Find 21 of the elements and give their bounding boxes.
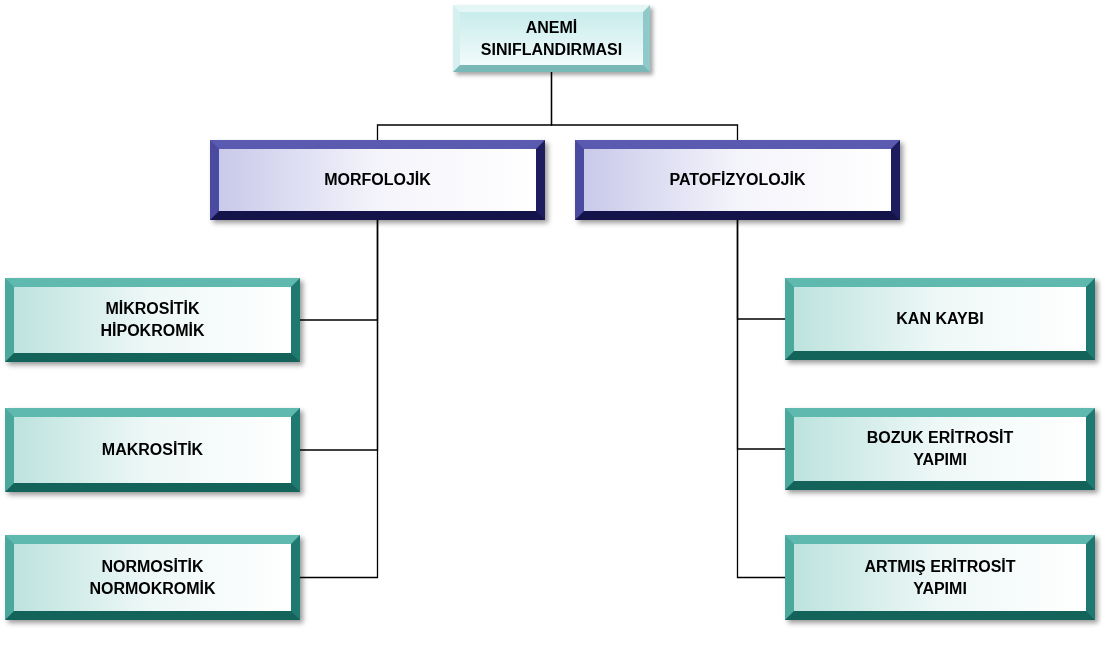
box-label: ANEMİ SINIFLANDIRMASI — [479, 17, 624, 60]
box-label: NORMOSİTİK NORMOKROMİK — [88, 556, 217, 599]
bevel-box — [575, 140, 900, 220]
bevel-box — [453, 5, 650, 72]
box-label: KAN KAYBI — [896, 309, 984, 329]
box-label: MAKROSİTİK — [101, 440, 204, 460]
box-label: MİKROSİTİK HİPOKROMİK — [99, 299, 206, 341]
bevel-box — [785, 535, 1095, 620]
connector-line — [299, 219, 379, 579]
box-label: BOZUK ERİTROSİT YAPIMI — [865, 428, 1015, 470]
bevel-box — [5, 535, 300, 620]
box-label: MORFOLOJİK — [324, 170, 431, 190]
bevel-box — [5, 278, 300, 362]
bevel-box — [785, 408, 1095, 490]
connector-line — [736, 219, 786, 579]
box-label: PATOFİZYOLOJİK — [669, 170, 806, 190]
bevel-box — [5, 408, 300, 492]
connector-line — [550, 71, 739, 141]
bevel-box — [785, 278, 1095, 360]
bevel-box — [210, 140, 545, 220]
box-label: ARTMIŞ ERİTROSİT YAPIMI — [863, 556, 1017, 599]
